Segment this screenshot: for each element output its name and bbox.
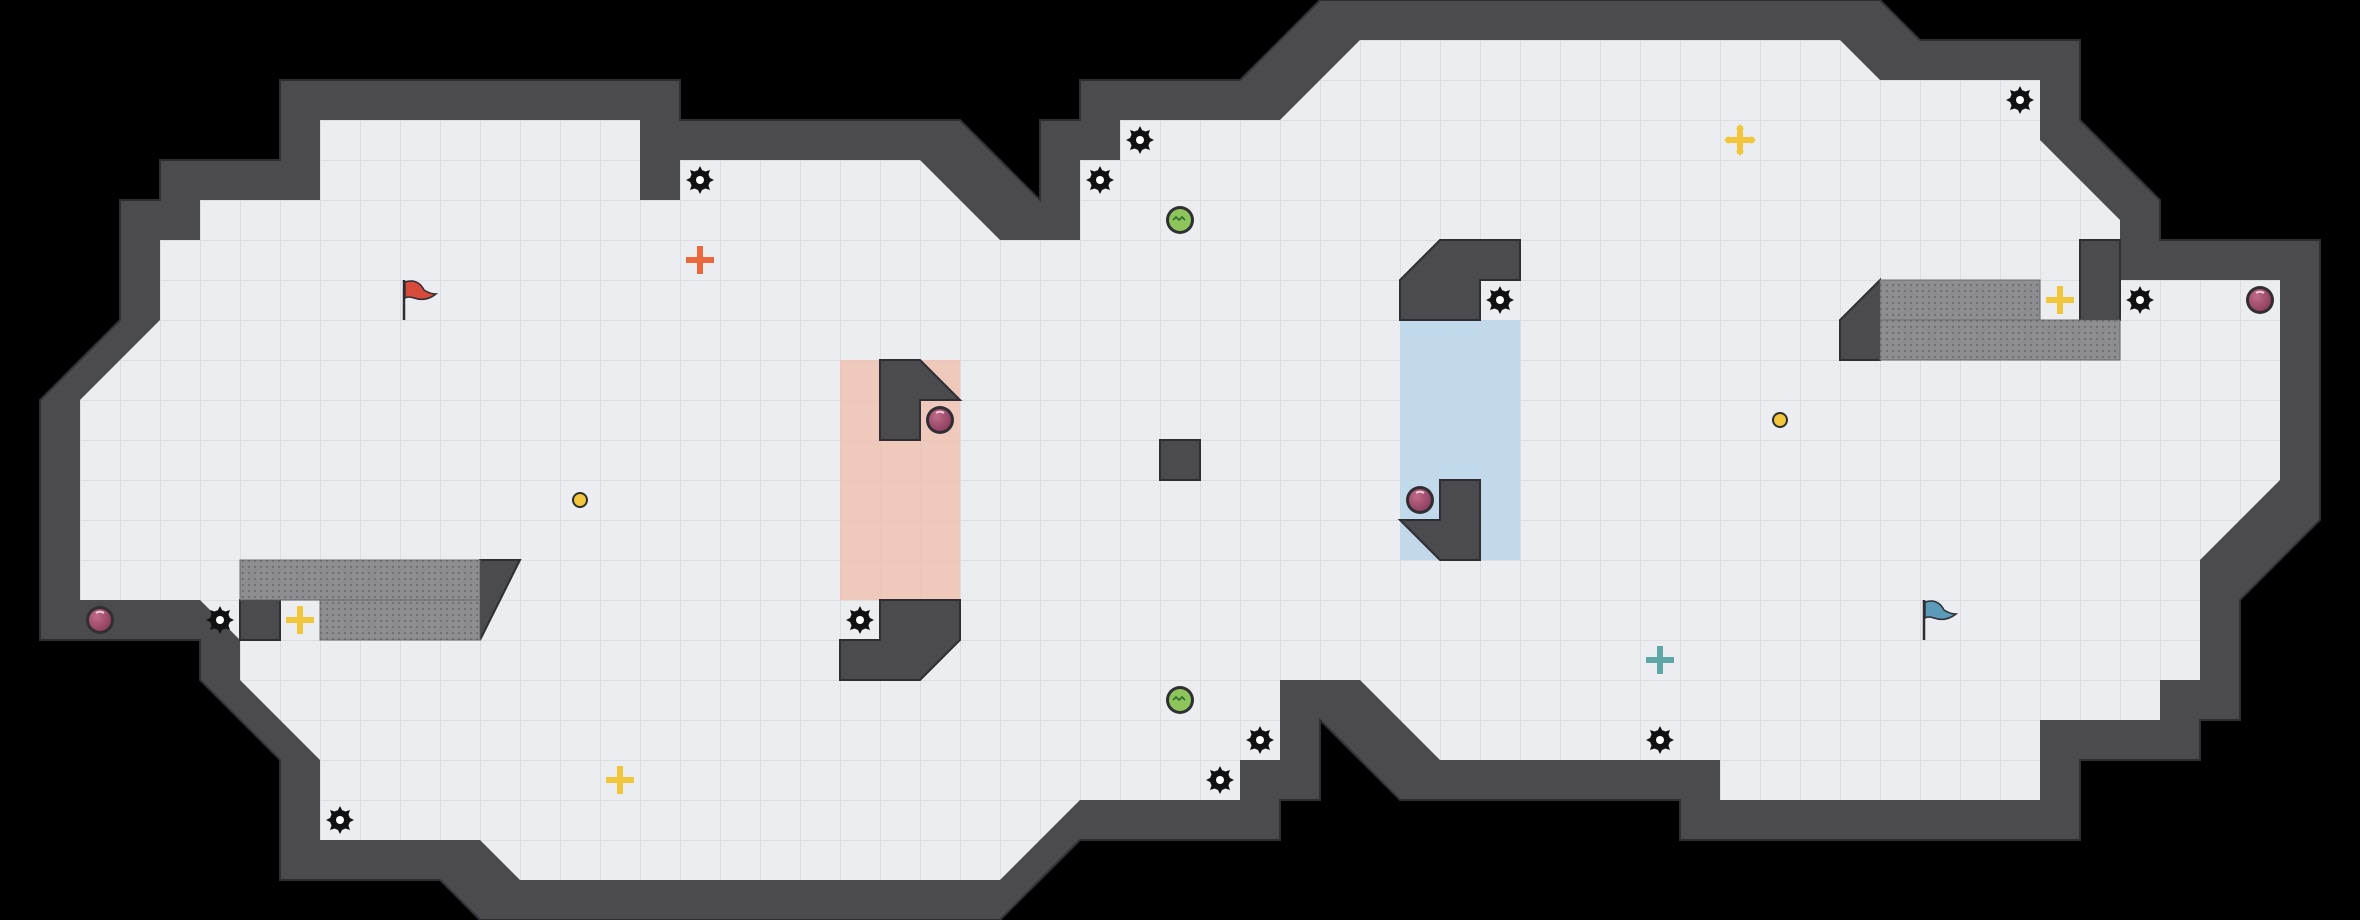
portal-icon bbox=[1772, 412, 1788, 428]
spike-mine-icon bbox=[1126, 126, 1154, 154]
spike-mine-icon bbox=[1486, 286, 1514, 314]
spike-mine-icon bbox=[2006, 86, 2034, 114]
portal-icon bbox=[572, 492, 588, 508]
spike-mine-icon bbox=[846, 606, 874, 634]
spike-mine-icon bbox=[1246, 726, 1274, 754]
bomb-icon bbox=[925, 405, 955, 435]
bomb-icon bbox=[85, 605, 115, 635]
spike-mine-icon bbox=[686, 166, 714, 194]
portals bbox=[572, 412, 1788, 508]
yellow-boost-icon bbox=[2046, 286, 2074, 314]
teal-boost-icon bbox=[1646, 646, 1674, 674]
spike-mine-icon bbox=[1086, 166, 1114, 194]
blue-flag-icon bbox=[1922, 600, 1959, 640]
orange-boost-icon bbox=[686, 246, 714, 274]
grate-tiles bbox=[239, 279, 2121, 641]
spike-mine-icon bbox=[1646, 726, 1674, 754]
spike-mine-icon bbox=[2126, 286, 2154, 314]
spike-mine-icon bbox=[206, 606, 234, 634]
red-flag-icon bbox=[402, 280, 439, 320]
yellow-boost-icon bbox=[606, 766, 634, 794]
spike-mine-icon bbox=[326, 806, 354, 834]
inner-walls bbox=[239, 239, 2121, 681]
powerup-icon bbox=[1165, 685, 1195, 715]
powerup-icon bbox=[1165, 205, 1195, 235]
bomb-icon bbox=[2245, 285, 2275, 315]
spike-mine-icon bbox=[1206, 766, 1234, 794]
yellow-boost-icon bbox=[1724, 124, 1756, 156]
boosts bbox=[286, 124, 2074, 794]
yellow-boost-icon bbox=[286, 606, 314, 634]
bomb-icon bbox=[1405, 485, 1435, 515]
